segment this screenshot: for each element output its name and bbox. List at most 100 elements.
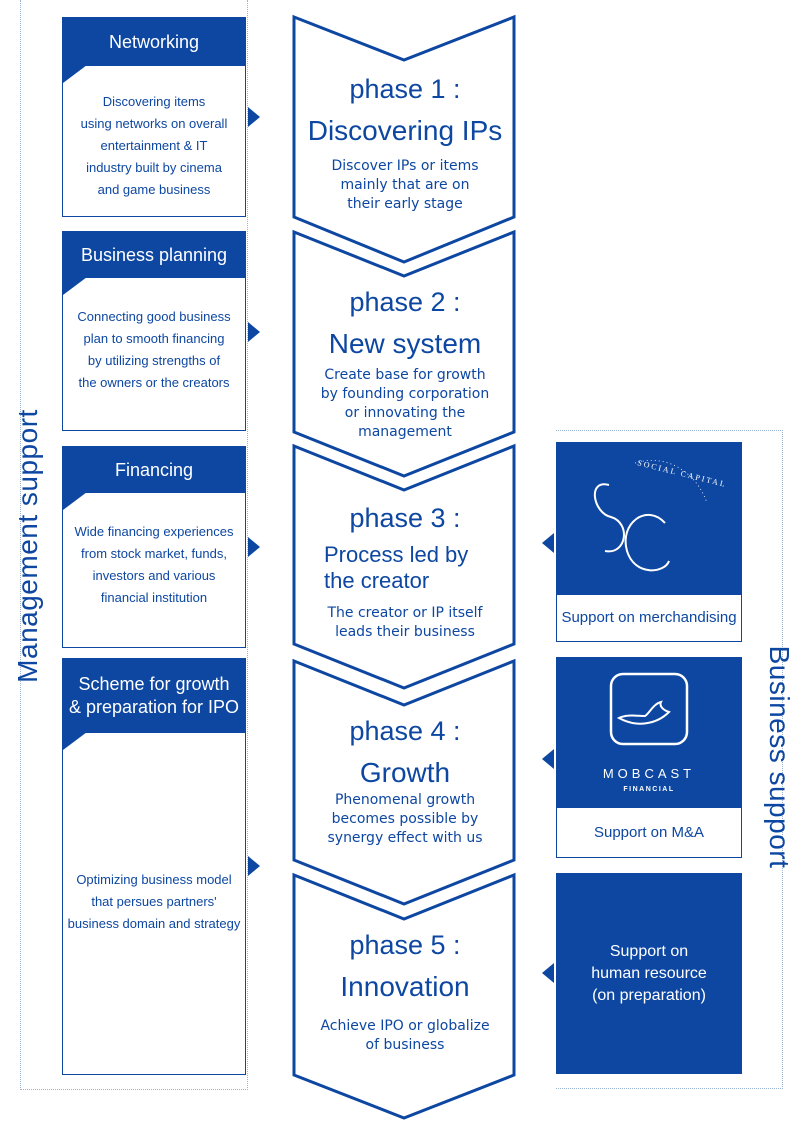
networking-pointer-icon [248, 107, 260, 127]
business-planning-pointer-icon [248, 322, 260, 342]
business-planning-text: Connecting good business plan to smooth … [63, 306, 245, 394]
text-line: Process led by [324, 542, 469, 567]
text-line: Connecting good business [77, 309, 231, 324]
text-line: using networks on overall [80, 116, 228, 131]
networking-title: Networking [108, 31, 200, 52]
mobcast-logo: MOBCAST FINANCIAL [557, 658, 741, 808]
text-line: by founding corporation [320, 386, 490, 402]
growth-scheme-pointer-icon [248, 856, 260, 876]
phase-chevrons [292, 14, 516, 1120]
business-planning-title: Business planning [80, 244, 228, 265]
phase-title: Process led by the creator [300, 542, 510, 594]
phase-title: Innovation [340, 971, 470, 1002]
merchandising-caption: Support on merchandising [557, 595, 741, 640]
phase-5-text: phase 5 : Innovation Achieve IPO or glob… [300, 930, 510, 1055]
networking-header: Networking [63, 18, 245, 83]
growth-scheme-title-line: & preparation for IPO [68, 697, 240, 717]
text-line: human resource [591, 964, 707, 982]
text-line: the owners or the creators [78, 375, 230, 390]
text-line: business domain and strategy [67, 916, 241, 931]
social-capital-logo: SOCIAL CAPITAL [557, 443, 741, 595]
financing-text: Wide financing experiences from stock ma… [63, 521, 245, 609]
management-support-label: Management support [12, 409, 43, 683]
text-line: and game business [97, 182, 211, 197]
networking-text: Discovering items using networks on over… [63, 91, 245, 201]
management-support-frame [20, 0, 248, 1090]
financing-title: Financing [114, 459, 194, 480]
text-line: their early stage [347, 196, 463, 212]
text-line: mainly that are on [340, 177, 470, 193]
mobcast-box: MOBCAST FINANCIAL Support on M&A [556, 657, 742, 858]
social-capital-box: SOCIAL CAPITAL Support on merchandising [556, 442, 742, 642]
phase-title: Growth [359, 757, 451, 788]
text-line: The creator or IP itself [327, 605, 483, 621]
growth-scheme-box: Scheme for growth & preparation for IPO … [62, 658, 246, 1075]
header-fold-icon [63, 732, 87, 750]
business-support-label: Business support [764, 645, 795, 869]
phase-1-text: phase 1 : Discovering IPs Discover IPs o… [300, 74, 510, 214]
phase-1-chevron [292, 14, 516, 264]
social-capital-logo-text: SOCIAL CAPITAL [637, 458, 728, 489]
human-resource-box: Support on human resource (on preparatio… [556, 873, 742, 1074]
mna-pointer-icon [542, 749, 554, 769]
phase-title: Discovering IPs [307, 115, 503, 146]
financing-pointer-icon [248, 537, 260, 557]
phase-description: Discover IPs or items mainly that are on… [300, 157, 510, 214]
mobcast-logo-subtext: FINANCIAL [623, 786, 674, 793]
phase-4-text: phase 4 : Growth Phenomenal growth becom… [300, 716, 510, 848]
text-line: Phenomenal growth [334, 792, 476, 808]
text-line: investors and various [92, 568, 216, 583]
text-line: the creator [324, 568, 430, 593]
mobcast-logo-text: MOBCAST [603, 766, 695, 781]
text-line: Create base for growth [324, 367, 486, 383]
growth-scheme-text: Optimizing business model that persues p… [63, 869, 245, 935]
phase-3-chevron [292, 443, 516, 690]
text-line: entertainment & IT [100, 138, 208, 153]
phase-description: Create base for growth by founding corpo… [300, 366, 510, 442]
business-support-frame [556, 430, 783, 1089]
phase-number: phase 2 : [349, 287, 461, 317]
financing-box: Financing Wide financing experiences fro… [62, 446, 246, 648]
text-line: of business [365, 1037, 445, 1053]
text-line: Achieve IPO or globalize [320, 1018, 490, 1034]
phase-description: Achieve IPO or globalize of business [300, 1017, 510, 1055]
text-line: or innovating the [344, 405, 466, 421]
text-line: Discovering items [102, 94, 206, 109]
text-line: becomes possible by [331, 811, 479, 827]
phase-number: phase 4 : [349, 716, 461, 746]
business-planning-box: Business planning Connecting good busine… [62, 231, 246, 431]
text-line: synergy effect with us [327, 830, 483, 846]
networking-box: Networking Discovering items using netwo… [62, 17, 246, 217]
text-line: from stock market, funds, [81, 546, 227, 561]
mobcast-bird-icon: MOBCAST FINANCIAL [603, 672, 695, 793]
text-line: industry built by cinema [86, 160, 222, 175]
text-line: that persues partners' [91, 894, 217, 909]
header-fold-icon [63, 492, 87, 510]
text-line: Wide financing experiences [74, 524, 234, 539]
text-line: Optimizing business model [76, 872, 232, 887]
phase-4-chevron [292, 658, 516, 906]
text-line: (on preparation) [592, 986, 706, 1004]
phase-3-text: phase 3 : Process led by the creator The… [300, 503, 510, 642]
phase-title: New system [328, 328, 482, 359]
text-line: Discover IPs or items [331, 158, 479, 174]
header-fold-icon [63, 65, 87, 83]
business-planning-header: Business planning [63, 232, 245, 295]
phase-2-text: phase 2 : New system Create base for gro… [300, 287, 510, 442]
text-line: plan to smooth financing [83, 331, 225, 346]
phase-number: phase 5 : [349, 930, 461, 960]
text-line: financial institution [100, 590, 208, 605]
phase-number: phase 1 : [349, 74, 461, 104]
phase-2-chevron [292, 229, 516, 478]
mna-caption: Support on M&A [557, 808, 741, 856]
phase-description: The creator or IP itself leads their bus… [300, 604, 510, 642]
phase-number: phase 3 : [349, 503, 461, 533]
human-resource-pointer-icon [542, 963, 554, 983]
text-line: Support on [609, 942, 689, 960]
phase-description: Phenomenal growth becomes possible by sy… [300, 791, 510, 848]
growth-scheme-title-line: Scheme for growth [78, 674, 230, 694]
text-line: management [358, 424, 452, 440]
merchandising-pointer-icon [542, 533, 554, 553]
financing-header: Financing [63, 447, 245, 510]
header-fold-icon [63, 277, 87, 295]
